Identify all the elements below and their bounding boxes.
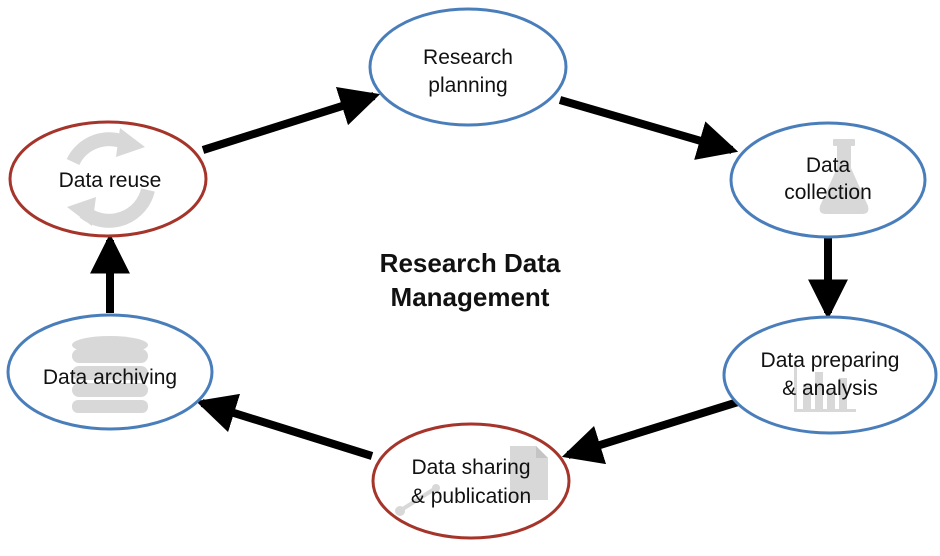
arrow-preparing-to-sharing <box>561 398 740 465</box>
data-preparing-ellipse <box>722 315 938 435</box>
research-planning-ellipse <box>368 7 568 127</box>
data-preparing-label-line2: & analysis <box>782 377 878 400</box>
arrow-sharing-to-archiving <box>195 393 374 460</box>
data-collection-label-line2: collection <box>784 181 872 204</box>
data-preparing-label-line1: Data preparing <box>761 349 900 372</box>
center-title-line2: Management <box>391 282 550 312</box>
arrow-planning-to-collection <box>558 96 739 160</box>
database-icon <box>72 336 148 413</box>
data-sharing-label-line1: Data sharing <box>411 456 530 479</box>
flask-icon <box>819 139 869 214</box>
research-planning-label-line1: Research <box>423 46 513 69</box>
research-planning-label-line2: planning <box>428 74 507 97</box>
data-archiving-label: Data archiving <box>43 366 177 389</box>
data-sharing-label-line2: & publication <box>411 485 531 508</box>
node-data-collection: Data collection <box>729 121 927 239</box>
data-reuse-ellipse <box>8 120 208 238</box>
data-collection-ellipse <box>729 121 927 239</box>
center-title-line1: Research Data <box>380 248 561 278</box>
arrow-reuse-to-planning <box>201 87 381 154</box>
data-collection-label-line1: Data <box>806 154 851 177</box>
node-research-planning: Research planning <box>368 7 568 127</box>
data-reuse-label: Data reuse <box>59 169 162 192</box>
node-data-preparing-analysis: Data preparing & analysis <box>722 315 938 435</box>
node-data-sharing-publication: Data sharing & publication <box>371 422 571 540</box>
recycle-icon <box>66 128 155 228</box>
bar-chart-icon <box>794 360 856 412</box>
node-data-reuse: Data reuse <box>8 120 208 238</box>
node-data-archiving: Data archiving <box>6 313 214 431</box>
document-share-icon <box>395 446 548 516</box>
center-title: Research Data Management <box>380 248 561 312</box>
